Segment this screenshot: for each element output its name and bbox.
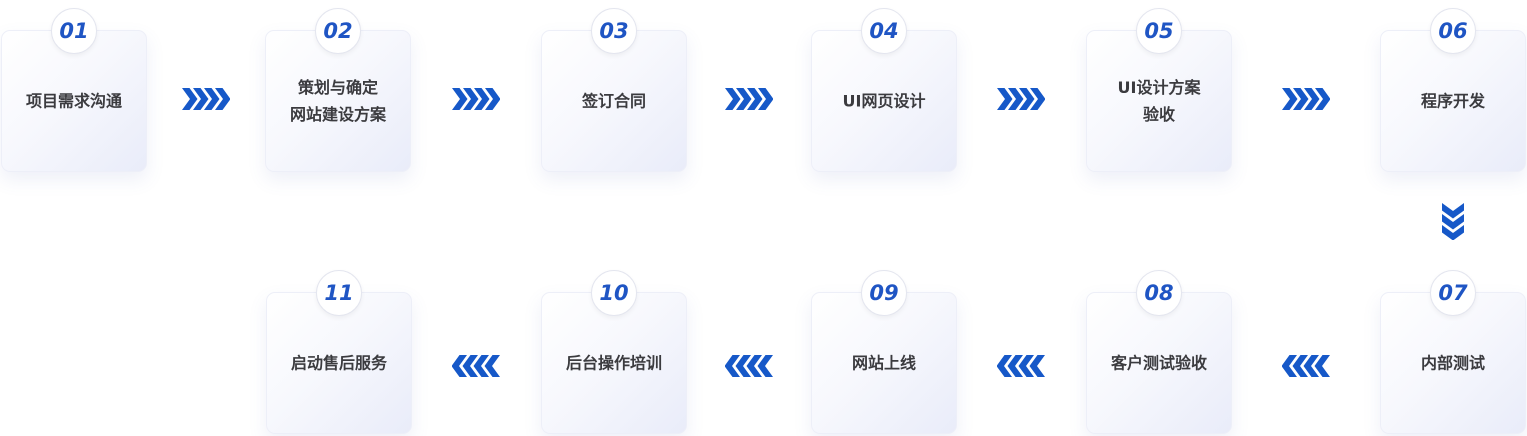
step-number-badge: 03 (591, 8, 637, 54)
step-number: 06 (1438, 19, 1468, 43)
step-label: UI设计方案 验收 (1117, 78, 1201, 124)
step-label: 内部测试 (1420, 353, 1485, 373)
step-number-badge: 06 (1430, 8, 1476, 54)
arrow-down-icon (1442, 203, 1464, 241)
step-number-badge: 02 (315, 8, 361, 54)
step-label: 签订合同 (581, 91, 646, 111)
step-number-badge: 04 (861, 8, 907, 54)
step-card-10: 10 后台操作培训 (541, 270, 687, 434)
step-label: UI网页设计 (842, 91, 926, 111)
step-number: 01 (59, 19, 89, 43)
step-number: 05 (1144, 19, 1174, 43)
step-card-03: 03 签订合同 (541, 8, 687, 172)
step-label: 项目需求沟通 (25, 91, 122, 111)
step-label: 启动售后服务 (290, 353, 387, 373)
step-number: 04 (869, 19, 899, 43)
step-number-badge: 10 (591, 270, 637, 316)
step-number-badge: 01 (51, 8, 97, 54)
step-label: 网站上线 (851, 353, 916, 373)
step-card-09: 09 网站上线 (811, 270, 957, 434)
step-label: 程序开发 (1420, 91, 1485, 111)
step-number-badge: 08 (1136, 270, 1182, 316)
step-label: 后台操作培训 (565, 353, 662, 373)
arrow-left-icon (996, 355, 1045, 377)
step-number: 10 (599, 281, 629, 305)
arrow-left-icon (451, 355, 500, 377)
arrow-left-icon (1281, 355, 1330, 377)
step-number: 09 (869, 281, 899, 305)
step-number: 08 (1144, 281, 1174, 305)
step-card-08: 08 客户测试验收 (1086, 270, 1232, 434)
step-label: 客户测试验收 (1110, 353, 1207, 373)
step-number: 02 (323, 19, 353, 43)
arrow-right-icon (1282, 88, 1331, 110)
step-label: 策划与确定 网站建设方案 (289, 78, 386, 124)
arrow-right-icon (997, 88, 1046, 110)
arrow-right-icon (725, 88, 774, 110)
step-card-05: 05 UI设计方案 验收 (1086, 8, 1232, 172)
arrow-right-icon (452, 88, 501, 110)
step-number-badge: 07 (1430, 270, 1476, 316)
step-number: 11 (324, 281, 354, 305)
step-card-01: 01 项目需求沟通 (1, 8, 147, 172)
step-card-07: 07 内部测试 (1380, 270, 1526, 434)
step-number: 03 (599, 19, 629, 43)
step-number-badge: 09 (861, 270, 907, 316)
arrow-right-icon (182, 88, 231, 110)
step-card-06: 06 程序开发 (1380, 8, 1526, 172)
step-number: 07 (1438, 281, 1468, 305)
step-card-04: 04 UI网页设计 (811, 8, 957, 172)
arrow-left-icon (724, 355, 773, 377)
step-card-02: 02 策划与确定 网站建设方案 (265, 8, 411, 172)
step-number-badge: 05 (1136, 8, 1182, 54)
step-card-11: 11 启动售后服务 (266, 270, 412, 434)
step-number-badge: 11 (316, 270, 362, 316)
